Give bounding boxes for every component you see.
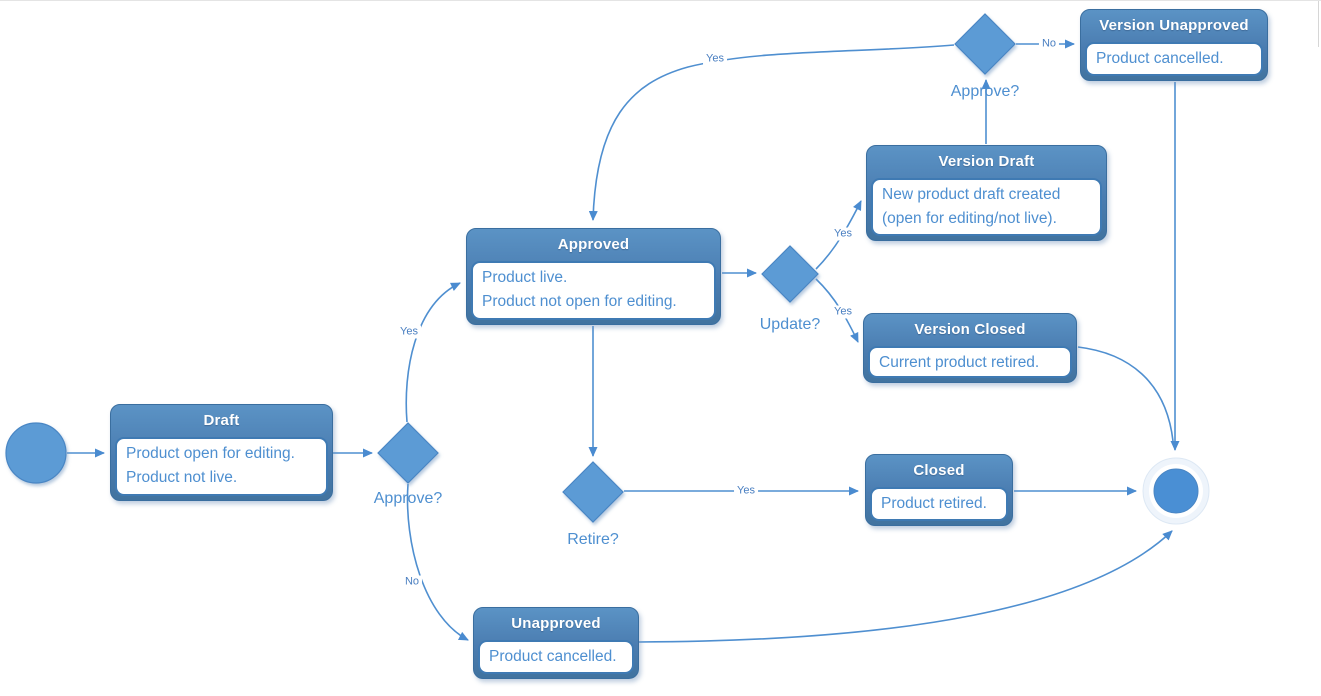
end-node-core xyxy=(1153,468,1199,514)
edge-label-approve-first-no: No xyxy=(401,575,423,589)
state-version-unapproved-title: Version Unapproved xyxy=(1099,17,1249,34)
decision-approve-version[interactable] xyxy=(954,13,1016,75)
state-version-draft-line1: New product draft created xyxy=(882,186,1061,203)
state-closed-body: Product retired. xyxy=(870,487,1008,521)
state-version-draft[interactable]: Version Draft New product draft created … xyxy=(866,145,1107,241)
state-draft[interactable]: Draft Product open for editing. Product … xyxy=(110,404,333,501)
state-version-closed-title: Version Closed xyxy=(914,321,1026,338)
edge-label-retire-yes: Yes xyxy=(734,484,758,498)
state-approved[interactable]: Approved Product live. Product not open … xyxy=(466,228,721,325)
edge-label-update-yes-draft: Yes xyxy=(831,227,855,241)
decision-approve-version-label: Approve? xyxy=(950,83,1020,100)
state-draft-line1: Product open for editing. xyxy=(126,445,295,462)
state-approved-body: Product live. Product not open for editi… xyxy=(471,261,716,320)
state-version-unapproved-line1: Product cancelled. xyxy=(1096,50,1224,67)
state-draft-line2: Product not live. xyxy=(126,469,238,486)
edge-label-approve-first-yes: Yes xyxy=(397,325,421,339)
state-unapproved[interactable]: Unapproved Product cancelled. xyxy=(473,607,639,679)
state-draft-body: Product open for editing. Product not li… xyxy=(115,437,328,496)
state-unapproved-line1: Product cancelled. xyxy=(489,648,617,665)
decision-retire[interactable] xyxy=(562,461,624,523)
state-version-unapproved[interactable]: Version Unapproved Product cancelled. xyxy=(1080,9,1268,81)
state-version-closed[interactable]: Version Closed Current product retired. xyxy=(863,313,1077,383)
state-version-draft-line2: (open for editing/not live). xyxy=(882,210,1057,227)
decision-approve-first-label: Approve? xyxy=(373,490,443,507)
end-node[interactable] xyxy=(1142,457,1210,525)
start-node[interactable] xyxy=(5,422,67,484)
state-unapproved-body: Product cancelled. xyxy=(478,640,634,674)
edge-version-closed-to-end xyxy=(1077,346,1174,442)
state-version-unapproved-body: Product cancelled. xyxy=(1085,42,1263,76)
edge-unapproved-to-end xyxy=(638,530,1173,643)
state-closed[interactable]: Closed Product retired. xyxy=(865,454,1013,526)
decision-retire-label: Retire? xyxy=(567,531,619,548)
edge-label-approve-version-yes: Yes xyxy=(703,52,727,66)
state-version-closed-line1: Current product retired. xyxy=(879,354,1040,371)
edge-label-update-yes-closed: Yes xyxy=(831,305,855,319)
edge-label-approve-version-no: No xyxy=(1038,37,1060,51)
state-closed-line1: Product retired. xyxy=(881,495,987,512)
state-approved-line2: Product not open for editing. xyxy=(482,293,677,310)
decision-update[interactable] xyxy=(761,245,819,303)
edge-approve-yes-to-approved xyxy=(405,282,461,423)
state-closed-title: Closed xyxy=(913,462,965,479)
decision-update-label: Update? xyxy=(759,316,821,333)
state-version-draft-body: New product draft created (open for edit… xyxy=(871,178,1102,236)
state-version-closed-body: Current product retired. xyxy=(868,346,1072,378)
decision-approve-first[interactable] xyxy=(377,422,439,484)
state-draft-title: Draft xyxy=(203,412,240,429)
state-unapproved-title: Unapproved xyxy=(511,615,601,632)
edge-approve2-yes-to-approved xyxy=(588,44,955,221)
canvas-edge xyxy=(1318,1,1319,47)
state-version-draft-title: Version Draft xyxy=(938,153,1035,170)
state-approved-line1: Product live. xyxy=(482,269,568,286)
state-approved-title: Approved xyxy=(557,236,630,253)
